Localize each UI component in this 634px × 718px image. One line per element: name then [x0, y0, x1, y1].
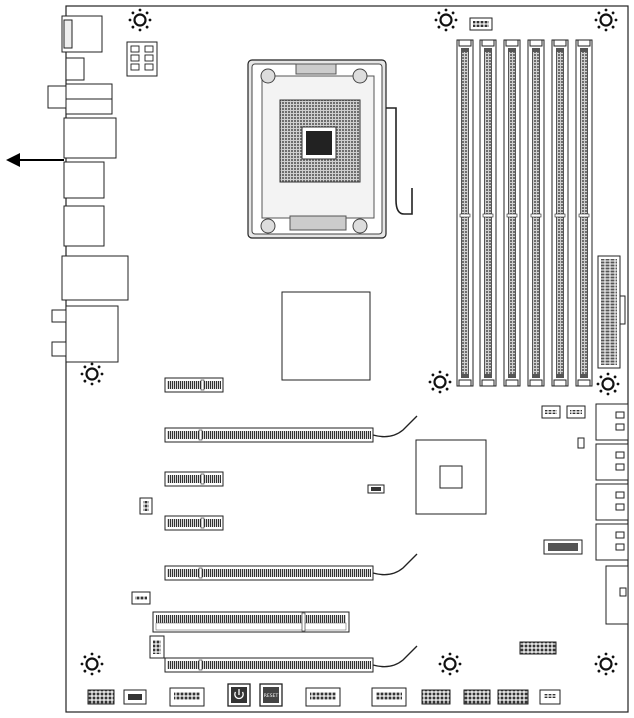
mounting-hole-icon — [80, 362, 104, 386]
usb-port-stack-3 — [63, 205, 105, 247]
power-button — [227, 683, 251, 707]
pcie-x1-slot — [164, 377, 224, 393]
lan-usb-stack — [61, 255, 129, 301]
mounting-hole-icon — [80, 652, 104, 676]
cpu-socket — [247, 59, 413, 239]
pcie-x1-slot — [164, 471, 224, 487]
usb-port-stack-2 — [63, 161, 105, 199]
atx-12v-connector — [126, 41, 158, 77]
mounting-hole-icon — [128, 8, 152, 32]
mounting-hole-icon — [438, 652, 462, 676]
usb-horizontal-connector — [543, 539, 583, 555]
front-panel-header-1 — [421, 689, 451, 705]
atx-24pin-connector — [597, 255, 626, 369]
audio-jack-stack — [65, 305, 119, 363]
arrow-left-icon — [6, 153, 64, 167]
dimm-slot — [575, 39, 593, 387]
reset-button: RESET — [259, 683, 283, 707]
power-icon — [234, 689, 244, 700]
mounting-hole-icon — [428, 370, 452, 394]
front-panel-header-3 — [497, 689, 529, 705]
dimm-slot — [503, 39, 521, 387]
socket-lever — [386, 107, 413, 215]
rear-io-panel — [47, 15, 129, 363]
dimm-slot — [456, 39, 474, 387]
reset-button-label: RESET — [264, 693, 279, 699]
mounting-hole-icon — [594, 8, 618, 32]
pcie-x16-slot — [164, 415, 418, 443]
cmos-battery-jack — [65, 57, 85, 81]
southbridge-chip — [415, 439, 487, 515]
dimm-slot — [527, 39, 545, 387]
pcie-x16-slot — [164, 553, 418, 581]
sata-connectors — [595, 403, 629, 625]
expansion-slots — [152, 377, 418, 673]
audio-optical-port — [47, 85, 67, 109]
pci-slot — [152, 611, 350, 633]
mounting-hole-icon — [596, 372, 620, 396]
bottom-headers — [87, 687, 561, 707]
northbridge-chip — [281, 291, 371, 381]
mounting-holes — [80, 8, 620, 676]
pcie-x16-slot — [164, 645, 418, 673]
front-panel-header-2 — [463, 689, 491, 705]
cpu-fan-header — [469, 17, 493, 31]
mounting-hole-icon — [594, 652, 618, 676]
system-fan-headers — [131, 405, 586, 659]
pcie-x1-slot — [164, 515, 224, 531]
usb-port-stack-1 — [63, 117, 117, 159]
audio-header — [87, 689, 115, 705]
clear-cmos-jumper — [367, 484, 385, 494]
dimm-slots — [456, 39, 593, 387]
dimm-slot — [551, 39, 569, 387]
mounting-hole-icon — [434, 8, 458, 32]
tpm-header — [519, 641, 557, 655]
dimm-slot — [479, 39, 497, 387]
